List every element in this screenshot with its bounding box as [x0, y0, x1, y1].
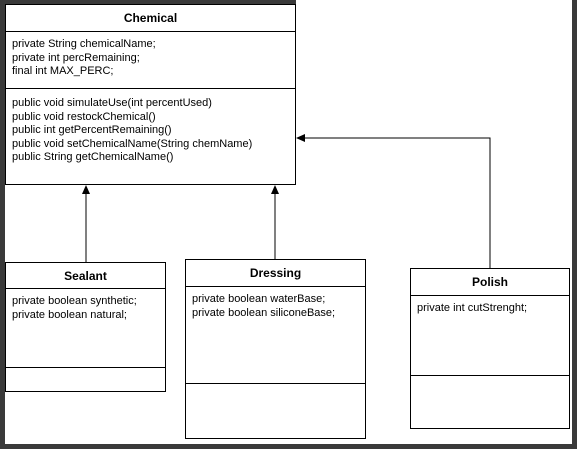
class-sealant[interactable]: Sealant private boolean synthetic; priva…	[5, 262, 166, 392]
class-chemical-name: Chemical	[6, 5, 295, 32]
attribute-cut-strenght: private int cutStrenght;	[417, 302, 528, 314]
class-chemical-methods: public void simulateUse(int percentUsed)…	[6, 89, 295, 184]
polish-inheritance-line[interactable]	[304, 137, 491, 268]
class-polish-methods	[411, 376, 569, 428]
sealant-arrowhead-icon	[82, 185, 90, 194]
window-frame-right	[572, 0, 577, 449]
attribute-chemical-name: private String chemicalName;	[12, 38, 156, 50]
attribute-perc-remaining: private int percRemaining;	[12, 51, 140, 64]
method-simulate-use: public void simulateUse(int percentUsed)	[12, 97, 212, 109]
class-dressing-attributes: private boolean waterBase; private boole…	[186, 287, 365, 384]
attribute-max-perc: final int MAX_PERC;	[12, 65, 114, 77]
attribute-silicone-base: private boolean siliconeBase;	[192, 306, 336, 319]
class-chemical-attributes: private String chemicalName; private int…	[6, 32, 295, 89]
method-get-chemical-name: public String getChemicalName()	[12, 151, 174, 163]
class-dressing[interactable]: Dressing private boolean waterBase; priv…	[185, 259, 366, 439]
class-polish-attributes: private int cutStrenght;	[411, 296, 569, 376]
attribute-synthetic: private boolean synthetic;	[12, 295, 137, 307]
attribute-natural: private boolean natural;	[12, 308, 127, 321]
window-frame-bottom	[0, 444, 577, 449]
method-get-percent-remaining: public int getPercentRemaining()	[12, 124, 172, 136]
window-frame-left	[0, 0, 5, 449]
polish-arrowhead-icon	[296, 134, 305, 142]
attribute-water-base: private boolean waterBase;	[192, 293, 326, 305]
class-polish-name: Polish	[411, 269, 569, 296]
class-sealant-methods	[6, 368, 165, 391]
class-sealant-name: Sealant	[6, 263, 165, 289]
dressing-arrowhead-icon	[271, 185, 279, 194]
method-set-chemical-name: public void setChemicalName(String chemN…	[12, 137, 253, 150]
class-dressing-methods	[186, 384, 365, 438]
class-dressing-name: Dressing	[186, 260, 365, 287]
class-chemical[interactable]: Chemical private String chemicalName; pr…	[5, 4, 296, 185]
class-polish[interactable]: Polish private int cutStrenght;	[410, 268, 570, 429]
class-sealant-attributes: private boolean synthetic; private boole…	[6, 289, 165, 368]
window-frame-top	[0, 0, 577, 4]
window-frame-gap	[296, 0, 572, 4]
method-restock-chemical: public void restockChemical()	[12, 110, 156, 123]
